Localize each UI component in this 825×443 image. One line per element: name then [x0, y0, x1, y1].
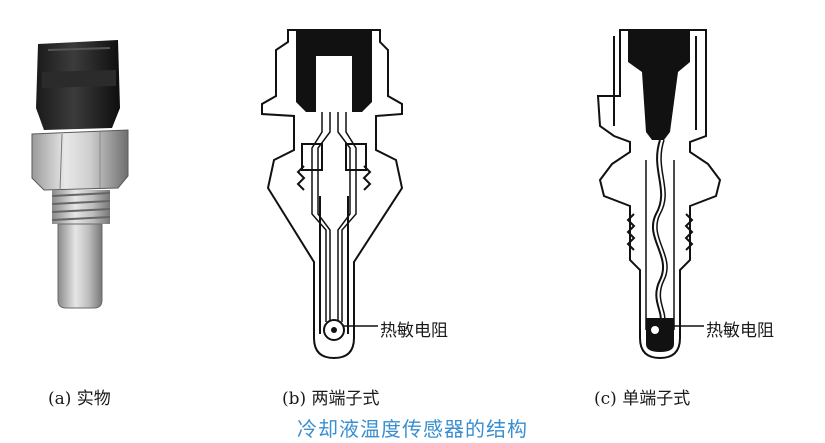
- caption-c: (c) 单端子式: [594, 389, 691, 409]
- housing-outline-c: [596, 29, 722, 360]
- thread: [51, 190, 111, 224]
- thermistor-c: [646, 318, 674, 352]
- caption-a: (a) 实物: [48, 389, 111, 409]
- photo-sensor: [31, 40, 129, 309]
- probe-tube: [57, 223, 103, 309]
- hex-nut: [31, 129, 129, 191]
- connector-rib: [42, 70, 116, 88]
- callout-label-b: 热敏电阻: [380, 321, 448, 341]
- caption-b: (b) 两端子式: [282, 389, 380, 409]
- leads-b: [311, 112, 357, 322]
- two-terminal-diagram: [261, 29, 404, 360]
- single-terminal-diagram: [596, 29, 722, 360]
- callout-label-c: 热敏电阻: [706, 321, 774, 341]
- figure-title: 冷却液温度传感器的结构: [297, 417, 528, 441]
- plug-insert-c: [628, 30, 690, 140]
- lead-c: [651, 139, 665, 323]
- plug-insert-b: [296, 30, 372, 112]
- housing-outline-b: [261, 29, 404, 360]
